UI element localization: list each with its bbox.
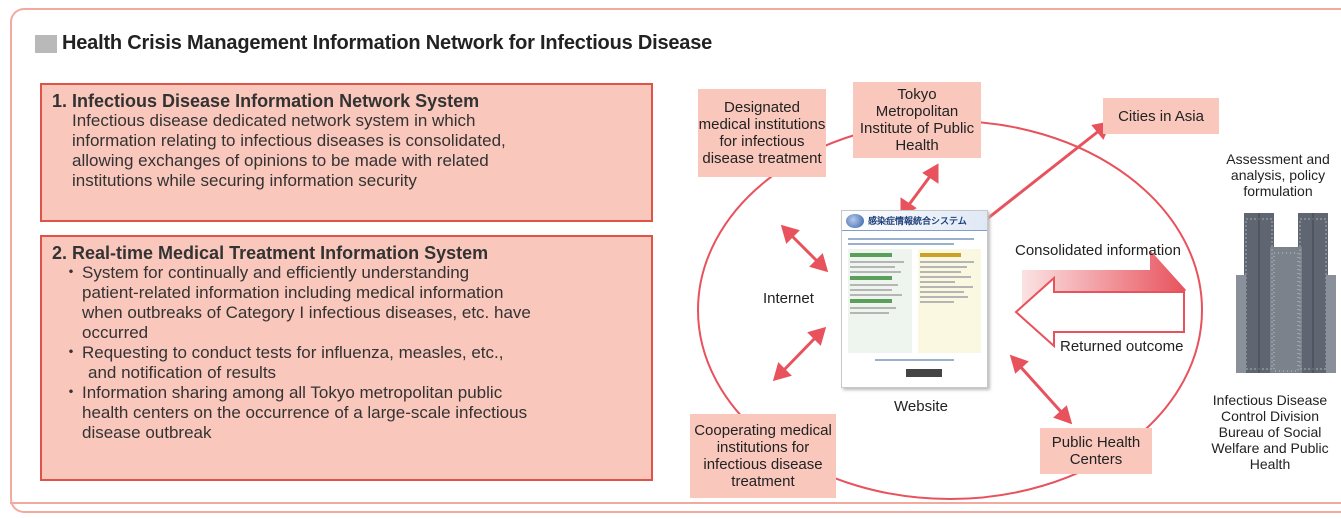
node-label-line: treatment bbox=[731, 473, 795, 490]
node-label-line: Metropolitan bbox=[875, 103, 959, 120]
node-cities-asia: Cities in Asia bbox=[1103, 98, 1219, 134]
bullet-line: Information sharing among all Tokyo metr… bbox=[82, 383, 503, 402]
website-right-column bbox=[917, 249, 981, 353]
website-footer-badge bbox=[906, 369, 942, 377]
link-arrow-designated bbox=[780, 224, 829, 273]
node-label-line: medical institutions bbox=[698, 116, 826, 133]
website-title: 感染症情報統合システム bbox=[868, 216, 967, 226]
bullet-line: and notification of results bbox=[88, 363, 277, 382]
bullet-line: System for continually and efficiently u… bbox=[82, 263, 470, 282]
node-tokyo-institute: Tokyo Metropolitan Institute of Public H… bbox=[853, 82, 981, 158]
node-cooperating-institutions: Cooperating medical institutions for inf… bbox=[690, 414, 836, 498]
title-square-icon bbox=[35, 34, 57, 53]
link-arrow-cooperating bbox=[772, 326, 827, 382]
assessment-line: analysis, policy bbox=[1230, 167, 1326, 183]
node-label-line: Public Health bbox=[1051, 434, 1141, 451]
link-arrow-cities-asia bbox=[966, 120, 1112, 236]
node-label-line: Institute of Public bbox=[859, 120, 975, 137]
division-line: Control Division bbox=[1220, 408, 1320, 424]
assessment-line: formulation bbox=[1243, 183, 1313, 199]
system-box-1: 1. Infectious Disease Information Networ… bbox=[40, 83, 653, 222]
tokyo-government-building-icon bbox=[1236, 213, 1336, 373]
system-1-line: allowing exchanges of opinions to be mad… bbox=[72, 151, 489, 170]
website-screenshot: 感染症情報統合システム bbox=[841, 210, 988, 388]
node-label-line: Cooperating medical bbox=[694, 422, 832, 439]
website-logo-icon bbox=[846, 214, 864, 228]
returned-outcome-label: Returned outcome bbox=[1060, 338, 1184, 355]
bullet-line: when outbreaks of Category I infectious … bbox=[82, 303, 531, 322]
website-label: Website bbox=[894, 398, 948, 415]
bullet-line: disease outbreak bbox=[82, 423, 212, 442]
page-title: Health Crisis Management Information Net… bbox=[62, 32, 713, 54]
bullet-mark: ・ bbox=[62, 383, 80, 402]
node-label-line: Cities in Asia bbox=[1118, 107, 1204, 125]
division-line: Infectious Disease bbox=[1212, 392, 1328, 408]
node-public-health-centers: Public Health Centers bbox=[1040, 428, 1152, 474]
system-box-2: 2. Real-time Medical Treatment Informati… bbox=[40, 235, 653, 481]
node-label-line: Health bbox=[895, 137, 939, 154]
website-body bbox=[842, 231, 987, 368]
node-label-line: Tokyo bbox=[897, 86, 937, 103]
bullet-item: ・ System for continually and efficiently… bbox=[52, 263, 641, 343]
node-label-line: infectious disease bbox=[703, 456, 823, 473]
assessment-label: Assessment and analysis, policy formulat… bbox=[1218, 151, 1338, 199]
bullet-item: ・ Information sharing among all Tokyo me… bbox=[52, 383, 641, 443]
system-1-line: Infectious disease dedicated network sys… bbox=[72, 111, 476, 130]
system-1-heading: 1. Infectious Disease Information Networ… bbox=[52, 91, 480, 111]
system-2-heading: 2. Real-time Medical Treatment Informati… bbox=[52, 243, 489, 263]
system-1-line: information relating to infectious disea… bbox=[72, 131, 506, 150]
bullet-line: Requesting to conduct tests for influenz… bbox=[82, 343, 504, 362]
node-label-line: institutions for bbox=[716, 439, 810, 456]
consolidated-information-label: Consolidated information bbox=[1015, 242, 1181, 259]
node-label-line: Designated bbox=[724, 99, 800, 116]
website-header: 感染症情報統合システム bbox=[842, 211, 987, 231]
link-arrow-tokyo-institute bbox=[900, 163, 939, 218]
node-label-line: for infectious bbox=[719, 133, 805, 150]
node-label-line: disease treatment bbox=[702, 150, 822, 167]
division-line: Welfare and Public bbox=[1211, 440, 1329, 456]
bullet-item: ・ Requesting to conduct tests for influe… bbox=[52, 343, 641, 383]
node-label-line: Centers bbox=[1069, 451, 1123, 468]
system-1-line: institutions while securing information … bbox=[72, 171, 417, 190]
bullet-line: health centers on the occurrence of a la… bbox=[82, 403, 528, 422]
title-bar: Health Crisis Management Information Net… bbox=[35, 32, 712, 55]
returned-arrow bbox=[1014, 275, 1185, 349]
system-1-description: Infectious disease dedicated network sys… bbox=[52, 111, 641, 191]
division-line: Health bbox=[1249, 456, 1291, 472]
bullet-mark: ・ bbox=[62, 343, 80, 362]
internet-label: Internet bbox=[763, 290, 814, 307]
assessment-line: Assessment and bbox=[1226, 151, 1330, 167]
link-arrow-public-health bbox=[1009, 354, 1073, 425]
bottom-divider bbox=[10, 502, 1341, 504]
division-label: Infectious Disease Control Division Bure… bbox=[1198, 392, 1341, 472]
website-left-column bbox=[848, 249, 912, 353]
division-line: Bureau of Social bbox=[1218, 424, 1322, 440]
bullet-line: patient-related information including me… bbox=[82, 283, 504, 302]
bullet-mark: ・ bbox=[62, 263, 80, 282]
node-designated-institutions: Designated medical institutions for infe… bbox=[698, 89, 826, 177]
bullet-line: occurred bbox=[82, 323, 149, 342]
